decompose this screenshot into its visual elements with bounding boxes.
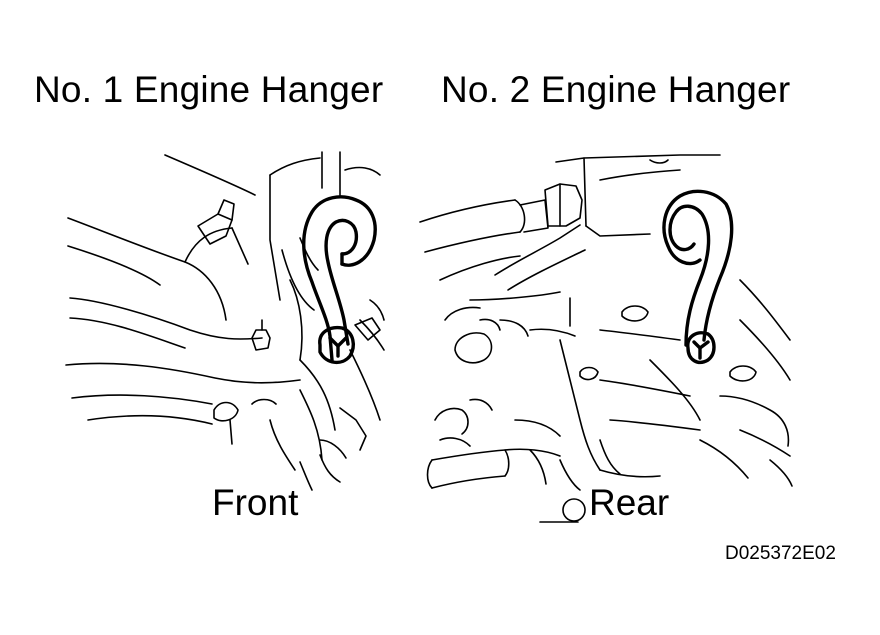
no1-engine-hanger-hook: [302, 195, 377, 364]
rear-engine-drawing: [419, 154, 793, 523]
front-engine-drawing: [65, 151, 385, 491]
label-front: Front: [212, 482, 299, 523]
label-rear: Rear: [589, 482, 670, 523]
no2-engine-hanger-hook: [662, 189, 734, 365]
title-no2-engine-hanger: No. 2 Engine Hanger: [441, 69, 791, 110]
title-no1-engine-hanger: No. 1 Engine Hanger: [34, 69, 384, 110]
figure-code: D025372E02: [725, 543, 836, 564]
